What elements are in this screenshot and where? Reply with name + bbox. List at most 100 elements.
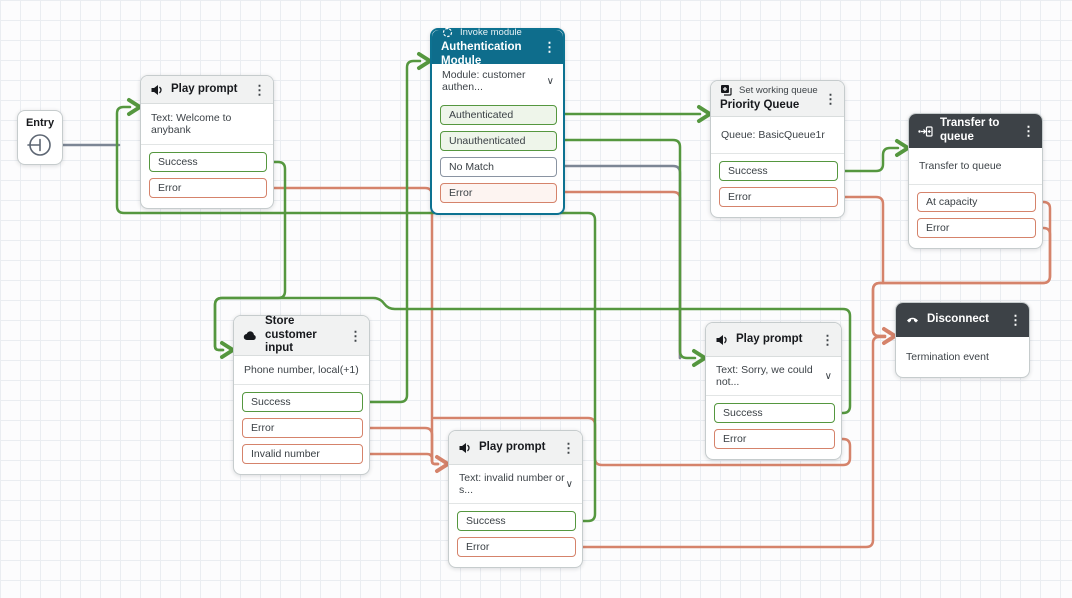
node-parameter-text: Transfer to queue [909, 148, 1042, 184]
kebab-menu-icon[interactable]: ⋮ [543, 39, 556, 55]
node-title: Disconnect [927, 313, 989, 326]
kebab-menu-icon[interactable]: ⋮ [1009, 312, 1022, 328]
node-title: Priority Queue [720, 99, 800, 112]
output-label: Unauthenticated [449, 135, 526, 147]
node-header[interactable]: Play prompt ⋮ [141, 76, 273, 104]
output-at-capacity[interactable]: At capacity [917, 192, 1036, 212]
output-success[interactable]: Success [149, 152, 267, 172]
connection-store-error-to-invalid[interactable] [362, 426, 440, 466]
transfer-icon [918, 125, 933, 138]
connection-invalid-success-loop-to-welcome[interactable] [115, 105, 597, 523]
node-parameter-text: Phone number, local(+1) [234, 356, 369, 384]
parameter-label: Transfer to queue [919, 160, 1002, 172]
output-unauthenticated[interactable]: Unauthenticated [440, 131, 557, 151]
node-header[interactable]: Store customer input ⋮ [234, 315, 369, 356]
kebab-menu-icon[interactable]: ⋮ [1022, 123, 1035, 139]
output-label: Success [251, 396, 291, 408]
kebab-menu-icon[interactable]: ⋮ [821, 332, 834, 347]
parameter-label: Text: Welcome to anybank [151, 112, 232, 136]
node-transfer-to-queue[interactable]: Transfer to queue⋮ Transfer to queue At ca… [908, 113, 1043, 249]
node-parameter-text[interactable]: Text: Sorry, we could not...∨ [706, 357, 841, 395]
node-header[interactable]: Play prompt ⋮ [449, 431, 582, 465]
parameter-label: Module: customer authen... [442, 69, 526, 93]
output-label: Error [158, 182, 182, 194]
output-error[interactable]: Error [242, 418, 363, 438]
node-header[interactable]: Play prompt ⋮ [706, 323, 841, 357]
node-parameter-text: Text: Welcome to anybank [141, 104, 273, 144]
kebab-menu-icon[interactable]: ⋮ [824, 91, 837, 106]
node-store-customer-input[interactable]: Store customer input ⋮ Phone number, local… [233, 315, 370, 475]
kebab-menu-icon[interactable]: ⋮ [562, 440, 575, 455]
output-label: Error [251, 422, 275, 434]
connection-sorry-success-to-store[interactable] [213, 296, 852, 415]
output-label: Error [449, 187, 473, 199]
chevron-down-icon[interactable]: ∨ [546, 75, 554, 87]
speaker-icon [715, 333, 729, 347]
node-header[interactable]: Disconnect ⋮ [896, 303, 1029, 337]
connection-auth-error-to-sorry[interactable] [557, 190, 682, 360]
connection-priority-success-to-transfer[interactable] [837, 146, 900, 173]
node-play-prompt-invalid[interactable]: Play prompt ⋮ Text: invalid number or s...… [448, 430, 583, 568]
output-invalid-number[interactable]: Invalid number [242, 444, 363, 464]
connection-priority-error-to-disconnect[interactable] [837, 195, 885, 285]
connection-invalid-error-to-disconnect[interactable] [575, 335, 887, 549]
kebab-menu-icon[interactable]: ⋮ [253, 82, 266, 97]
output-error[interactable]: Error [440, 183, 557, 203]
output-label: Success [158, 156, 198, 168]
chevron-down-icon[interactable]: ∨ [824, 370, 832, 382]
output-success[interactable]: Success [714, 403, 835, 423]
node-header[interactable]: Transfer to queue⋮ [909, 114, 1042, 148]
connection-transfer-error-to-disconnect[interactable] [871, 226, 1052, 338]
output-label: Invalid number [251, 448, 320, 460]
output-label: Success [728, 165, 768, 177]
output-error[interactable]: Error [457, 537, 576, 557]
phone-down-icon [905, 315, 920, 326]
output-label: Error [926, 222, 950, 234]
output-label: Authenticated [449, 109, 514, 121]
chevron-down-icon[interactable]: ∨ [565, 478, 573, 490]
output-success[interactable]: Success [242, 392, 363, 412]
output-error[interactable]: Error [149, 178, 267, 198]
output-success[interactable]: Success [457, 511, 576, 531]
node-title: Store customer input [265, 315, 317, 355]
node-parameter-text[interactable]: Text: invalid number or s...∨ [449, 465, 582, 503]
module-icon [441, 26, 454, 39]
connection-store-invalid-to-invalid[interactable] [362, 452, 440, 466]
output-error[interactable]: Error [917, 218, 1036, 238]
node-title: Play prompt [736, 332, 803, 345]
output-label: At capacity [926, 196, 978, 208]
kebab-menu-icon[interactable]: ⋮ [349, 328, 362, 343]
connection-no-match-to-sorry[interactable] [557, 164, 682, 360]
connection-store-success-to-auth[interactable] [362, 59, 422, 404]
output-success[interactable]: Success [719, 161, 838, 181]
node-title: Authentication Module [441, 40, 522, 67]
node-parameter-text[interactable]: Module: customer authen... ∨ [432, 64, 563, 98]
node-title: Play prompt [171, 82, 238, 95]
output-authenticated[interactable]: Authenticated [440, 105, 557, 125]
parameter-label: Termination event [906, 351, 989, 363]
output-no-match[interactable]: No Match [440, 157, 557, 177]
node-title: Play prompt [479, 440, 546, 453]
node-disconnect[interactable]: Disconnect ⋮ Termination event [895, 302, 1030, 378]
parameter-label: Phone number, local(+1) [244, 364, 359, 376]
connection-unauthenticated-to-sorry[interactable] [557, 138, 697, 360]
cloud-icon [243, 330, 258, 342]
node-entry[interactable]: Entry [17, 110, 63, 165]
output-label: No Match [449, 161, 494, 173]
node-parameter-text: Termination event [896, 337, 1029, 377]
output-error[interactable]: Error [714, 429, 835, 449]
output-error[interactable]: Error [719, 187, 838, 207]
parameter-label: Queue: BasicQueue1r [721, 129, 825, 141]
node-play-prompt-sorry[interactable]: Play prompt ⋮ Text: Sorry, we could not...… [705, 322, 842, 460]
speaker-icon [458, 441, 472, 455]
